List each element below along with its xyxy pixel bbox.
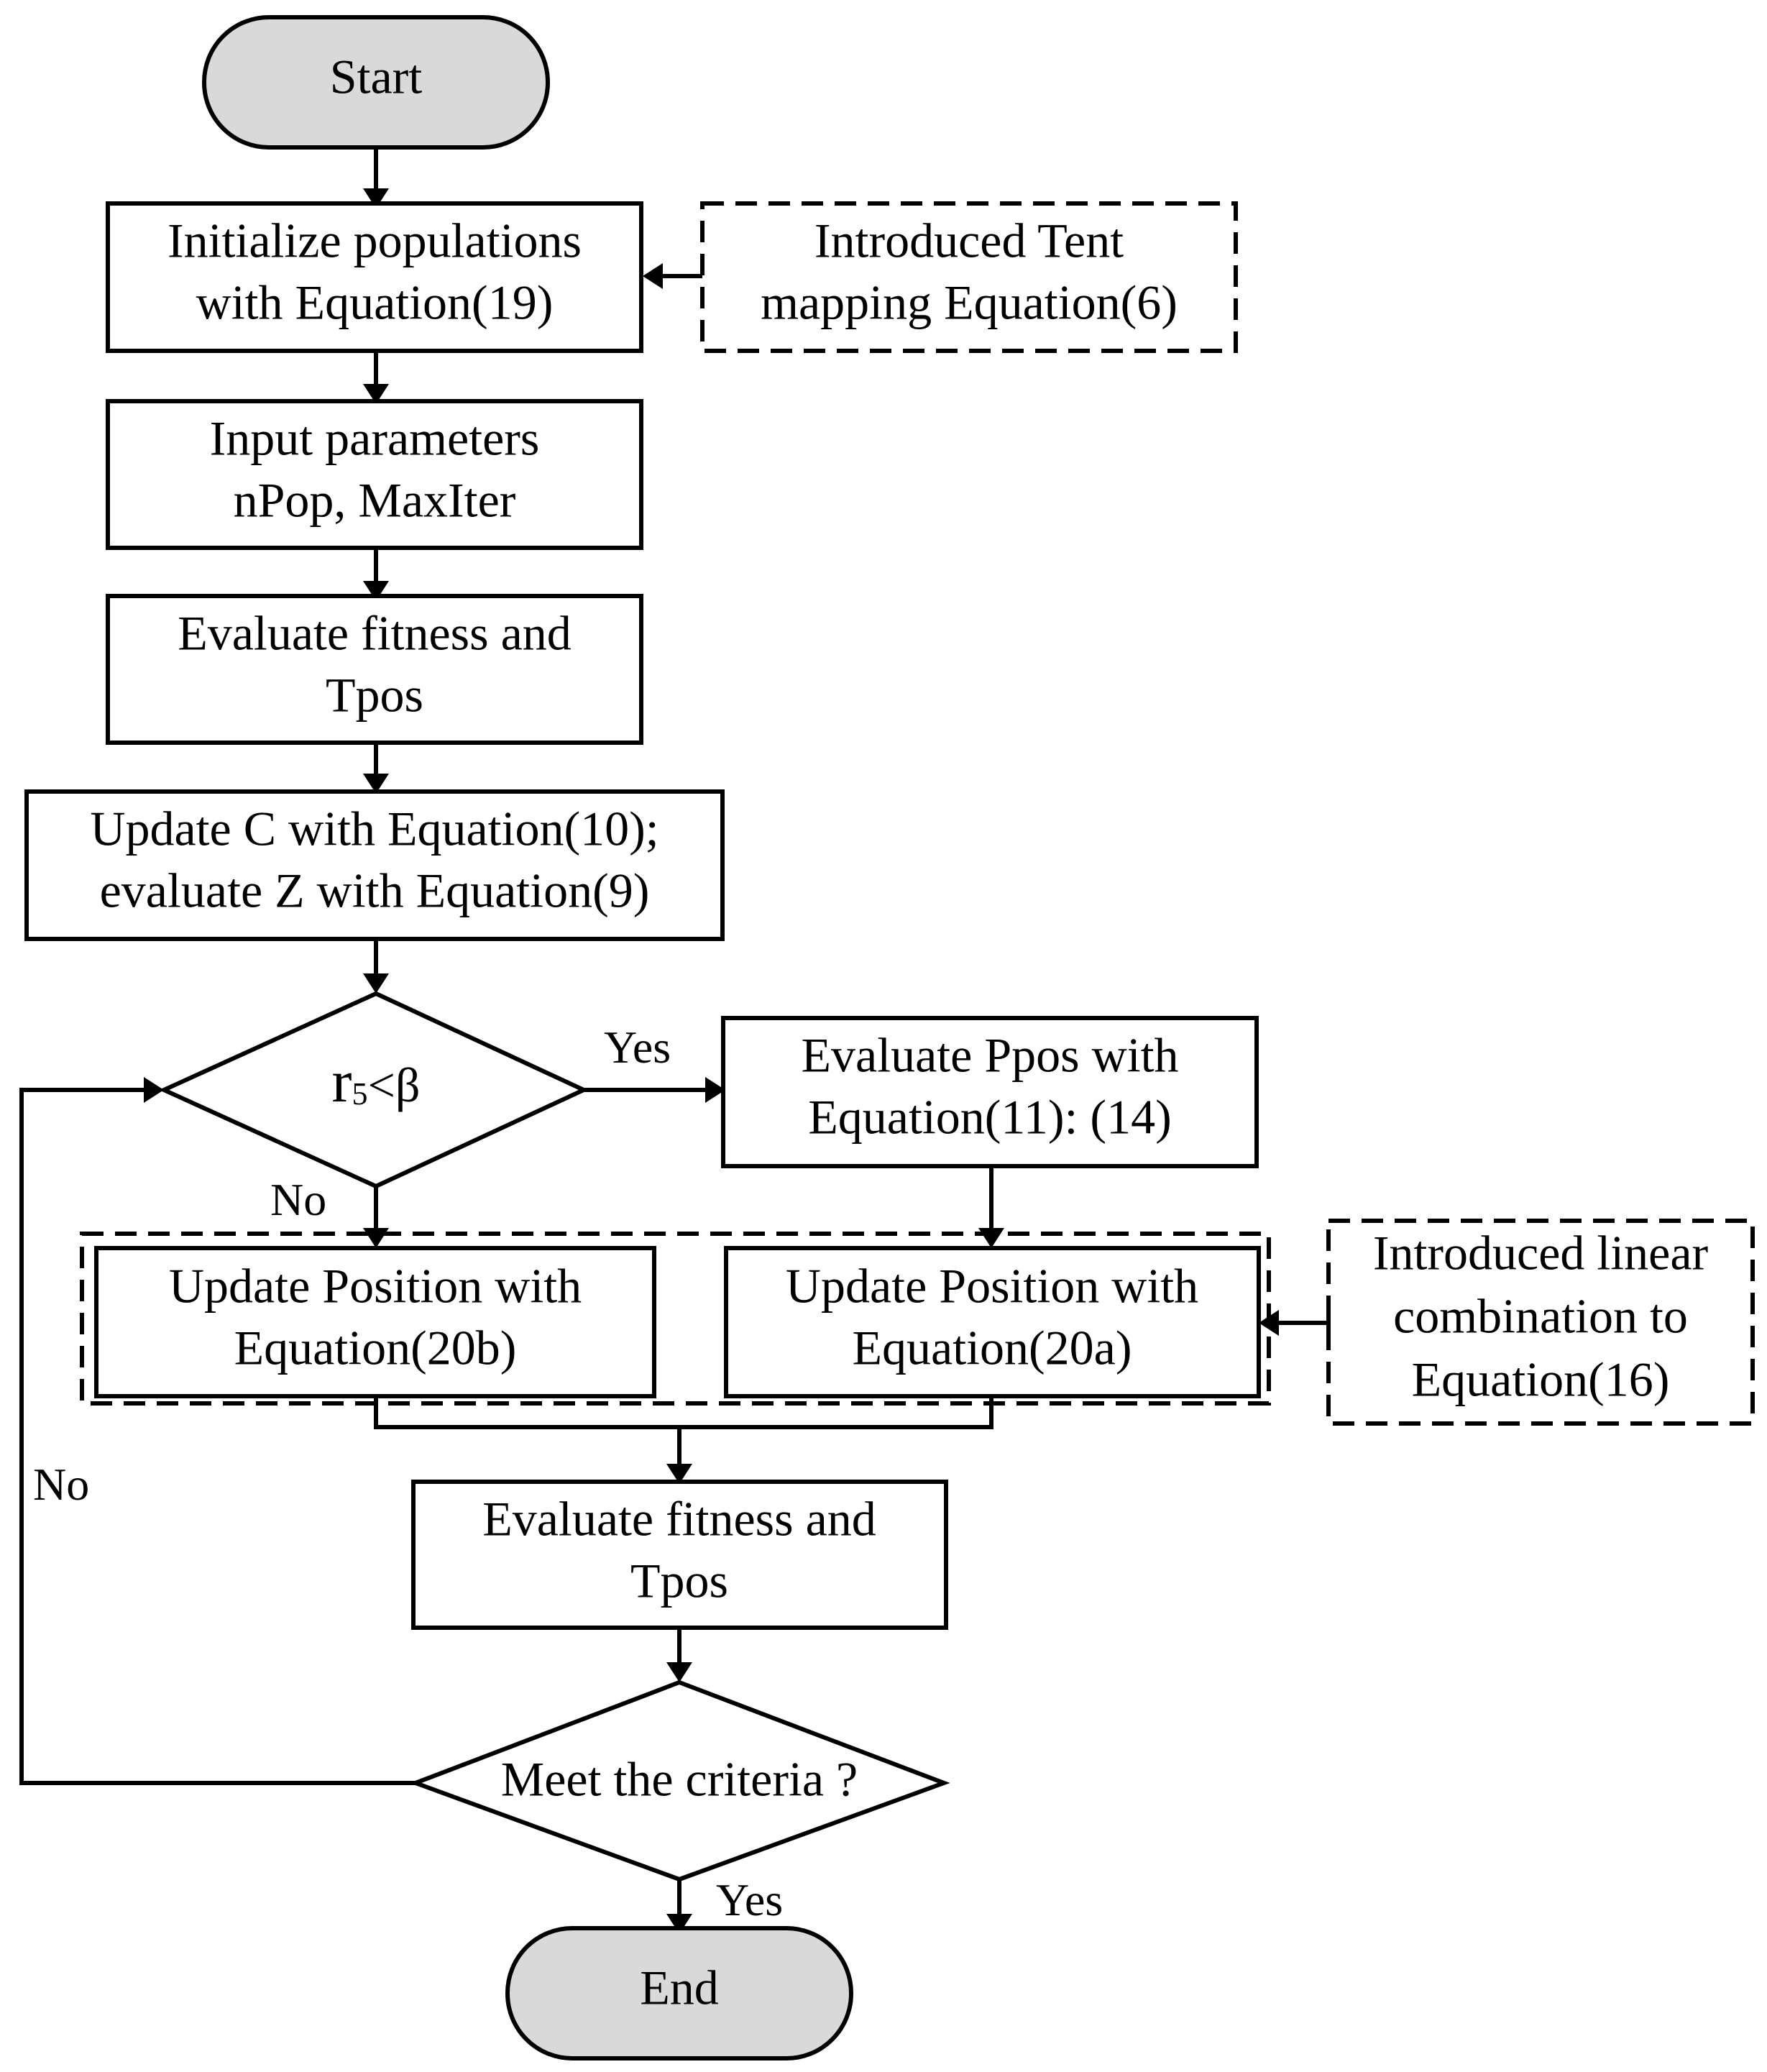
arrowhead	[363, 581, 389, 601]
decision1-main: r	[332, 1048, 352, 1115]
init-line-2: with Equation(19)	[196, 275, 554, 330]
end-terminal	[505, 1926, 853, 2060]
pos-b-line-2: Equation(20b)	[234, 1321, 517, 1375]
eval1-box	[106, 594, 643, 745]
linear-box	[1326, 1219, 1755, 1426]
init-box	[106, 201, 643, 353]
arrowhead	[666, 1914, 692, 1934]
tent-line-2: mapping Equation(6)	[761, 275, 1178, 330]
ppos-line-1: Evaluate Ppos with	[801, 1028, 1178, 1083]
arrowhead	[363, 774, 389, 794]
decision2-label: Meet the criteria ?	[501, 1752, 858, 1807]
arrowhead	[978, 1228, 1004, 1248]
decision2-diamond	[409, 1679, 950, 1882]
arrowhead	[666, 1464, 692, 1484]
eval1-line-1: Evaluate fitness and	[178, 606, 572, 661]
ppos-line-2: Equation(11): (14)	[808, 1090, 1171, 1145]
tent-box	[700, 201, 1238, 353]
end-label: End	[640, 1961, 719, 2015]
pos-b-line-1: Update Position with	[169, 1259, 582, 1314]
arrowhead	[363, 1228, 389, 1248]
eval2-line-1: Evaluate fitness and	[482, 1492, 876, 1546]
arrowhead	[666, 1662, 692, 1682]
yes-label-decision2: Yes	[716, 1874, 783, 1925]
ppos-box	[721, 1016, 1259, 1168]
no-label-decision2: No	[33, 1459, 89, 1510]
eval1-line-2: Tpos	[326, 668, 423, 723]
start-terminal	[202, 15, 550, 150]
input-box	[106, 399, 643, 550]
arrowhead	[363, 384, 389, 404]
no-label-decision1: No	[270, 1174, 326, 1225]
init-line-1: Initialize populations	[167, 214, 582, 268]
start-label: Start	[330, 50, 423, 104]
position-update-group	[80, 1232, 1271, 1406]
pos-a-line-1: Update Position with	[786, 1259, 1198, 1314]
pos-a-line-2: Equation(20a)	[853, 1321, 1132, 1375]
linear-line-3: Equation(16)	[1412, 1352, 1670, 1407]
eval2-box	[411, 1480, 948, 1630]
eval2-line-2: Tpos	[630, 1554, 728, 1608]
merge-lines	[374, 1396, 993, 1429]
input-line-1: Input parameters	[210, 411, 540, 466]
arrowhead	[643, 263, 663, 289]
tent-line-1: Introduced Tent	[814, 214, 1124, 268]
decision1-label: r5<β	[332, 1048, 421, 1115]
loop-back-no	[19, 1088, 416, 1785]
decision1-rest: <β	[368, 1058, 421, 1112]
linear-line-1: Introduced linear	[1373, 1226, 1709, 1280]
update-c-box	[24, 789, 725, 941]
pos-a-box	[724, 1246, 1261, 1398]
arrowhead	[144, 1077, 164, 1103]
input-line-2: nPop, MaxIter	[234, 473, 516, 528]
linear-line-2: combination to	[1393, 1289, 1688, 1344]
arrowhead	[705, 1077, 725, 1103]
arrowhead	[363, 973, 389, 994]
update-c-line-2: evaluate Z with Equation(9)	[100, 863, 650, 918]
arrowhead	[363, 188, 389, 208]
decision1-sub: 5	[352, 1076, 368, 1111]
pos-b-box	[94, 1246, 656, 1398]
yes-label-decision1: Yes	[604, 1022, 671, 1073]
decision1-diamond	[158, 991, 589, 1189]
update-c-line-1: Update C with Equation(10);	[90, 802, 658, 856]
